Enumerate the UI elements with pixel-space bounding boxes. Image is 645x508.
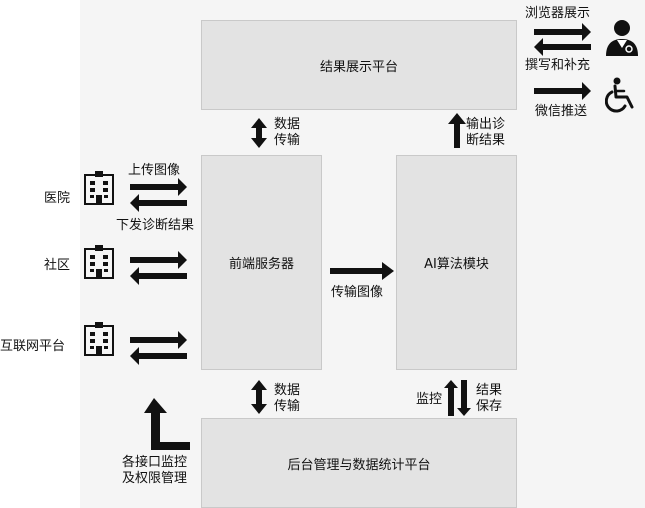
wechat-push-arrow <box>534 82 591 100</box>
frontend-server-box: 前端服务器 <box>201 155 322 370</box>
ai-module-box: AI算法模块 <box>396 155 517 370</box>
result-platform-box: 结果展示平台 <box>201 20 517 110</box>
hospital-exchange-arrows <box>130 178 187 212</box>
building-icon <box>84 245 114 279</box>
backend-platform-label: 后台管理与数据统计平台 <box>287 457 431 473</box>
browser-display-label: 浏览器展示 <box>525 6 591 21</box>
source-hospital-label: 医院 <box>44 191 71 206</box>
write-supplement-label: 撰写和补充 <box>525 58 591 73</box>
monitor-label: 监控 <box>416 392 443 407</box>
interface-monitor-arrow <box>144 398 190 450</box>
save-results-label: 结果 保存 <box>476 383 503 414</box>
top-data-transfer-arrow <box>251 118 267 148</box>
ai-module-label: AI算法模块 <box>424 257 489 272</box>
community-exchange-arrows <box>130 251 187 285</box>
top-data-transfer-label: 数据 传输 <box>274 117 301 148</box>
bottom-data-transfer-arrow <box>251 380 267 414</box>
wheelchair-icon <box>605 77 634 113</box>
monitor-up-arrow <box>444 380 458 416</box>
doctor-icon <box>606 20 638 56</box>
interface-monitor-label: 各接口监控 及权限管理 <box>122 455 188 486</box>
browser-display-arrow <box>534 23 591 41</box>
frontend-server-label: 前端服务器 <box>228 257 294 272</box>
write-supplement-arrow <box>534 38 591 56</box>
source-community-label: 社区 <box>44 258 71 273</box>
backend-platform-box: 后台管理与数据统计平台 <box>201 418 517 508</box>
internet-exchange-arrows <box>130 331 187 365</box>
upload-images-label: 上传图像 <box>128 163 181 178</box>
frontend-to-ai-arrow <box>330 262 394 280</box>
building-icon <box>84 322 114 356</box>
output-results-label: 输出诊 断结果 <box>466 117 506 148</box>
result-platform-label: 结果展示平台 <box>319 59 398 75</box>
transfer-images-label: 传输图像 <box>331 285 384 300</box>
source-internet-label: 互联网平台 <box>0 339 66 354</box>
bottom-data-transfer-label: 数据 传输 <box>274 383 301 414</box>
ai-output-arrow <box>448 113 466 148</box>
download-results-label: 下发诊断结果 <box>116 218 195 233</box>
save-down-arrow <box>457 380 471 416</box>
wechat-push-label: 微信推送 <box>535 104 588 119</box>
building-icon <box>84 171 114 205</box>
